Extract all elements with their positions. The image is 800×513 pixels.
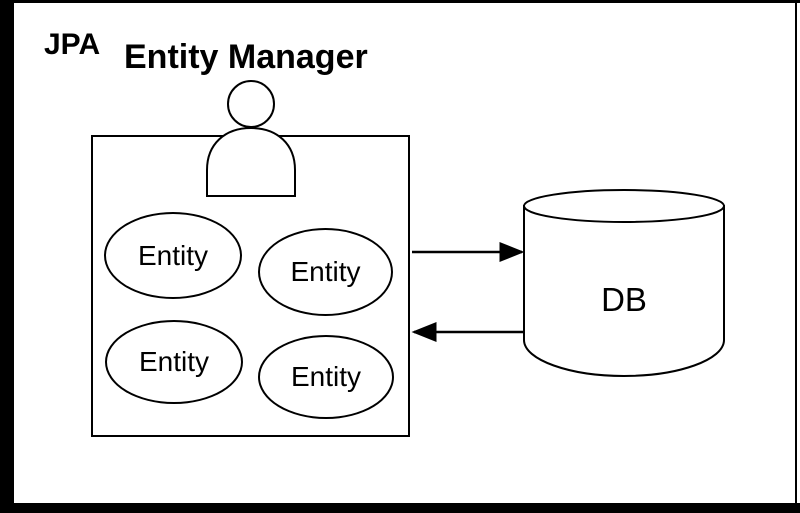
- frame-top-border: [14, 0, 800, 3]
- entity-ellipse-2: Entity: [258, 228, 393, 316]
- diagram-subtitle-entity-manager: Entity Manager: [124, 38, 368, 76]
- frame-left-border: [0, 0, 14, 513]
- user-figure-icon: [205, 78, 297, 198]
- entity-ellipse-4: Entity: [258, 335, 394, 419]
- frame-right-border: [795, 0, 797, 513]
- entity-label: Entity: [138, 346, 210, 377]
- entity-ellipse-3: Entity: [105, 320, 243, 404]
- database-label: DB: [601, 281, 647, 318]
- entity-label: Entity: [290, 256, 361, 287]
- database-cylinder-icon: [522, 188, 726, 380]
- entity-ellipse-1: Entity: [104, 212, 242, 299]
- entity-label: Entity: [137, 239, 209, 271]
- entity-label: Entity: [290, 361, 362, 392]
- frame-bottom-border: [14, 503, 800, 513]
- diagram-title-jpa: JPA: [44, 28, 101, 61]
